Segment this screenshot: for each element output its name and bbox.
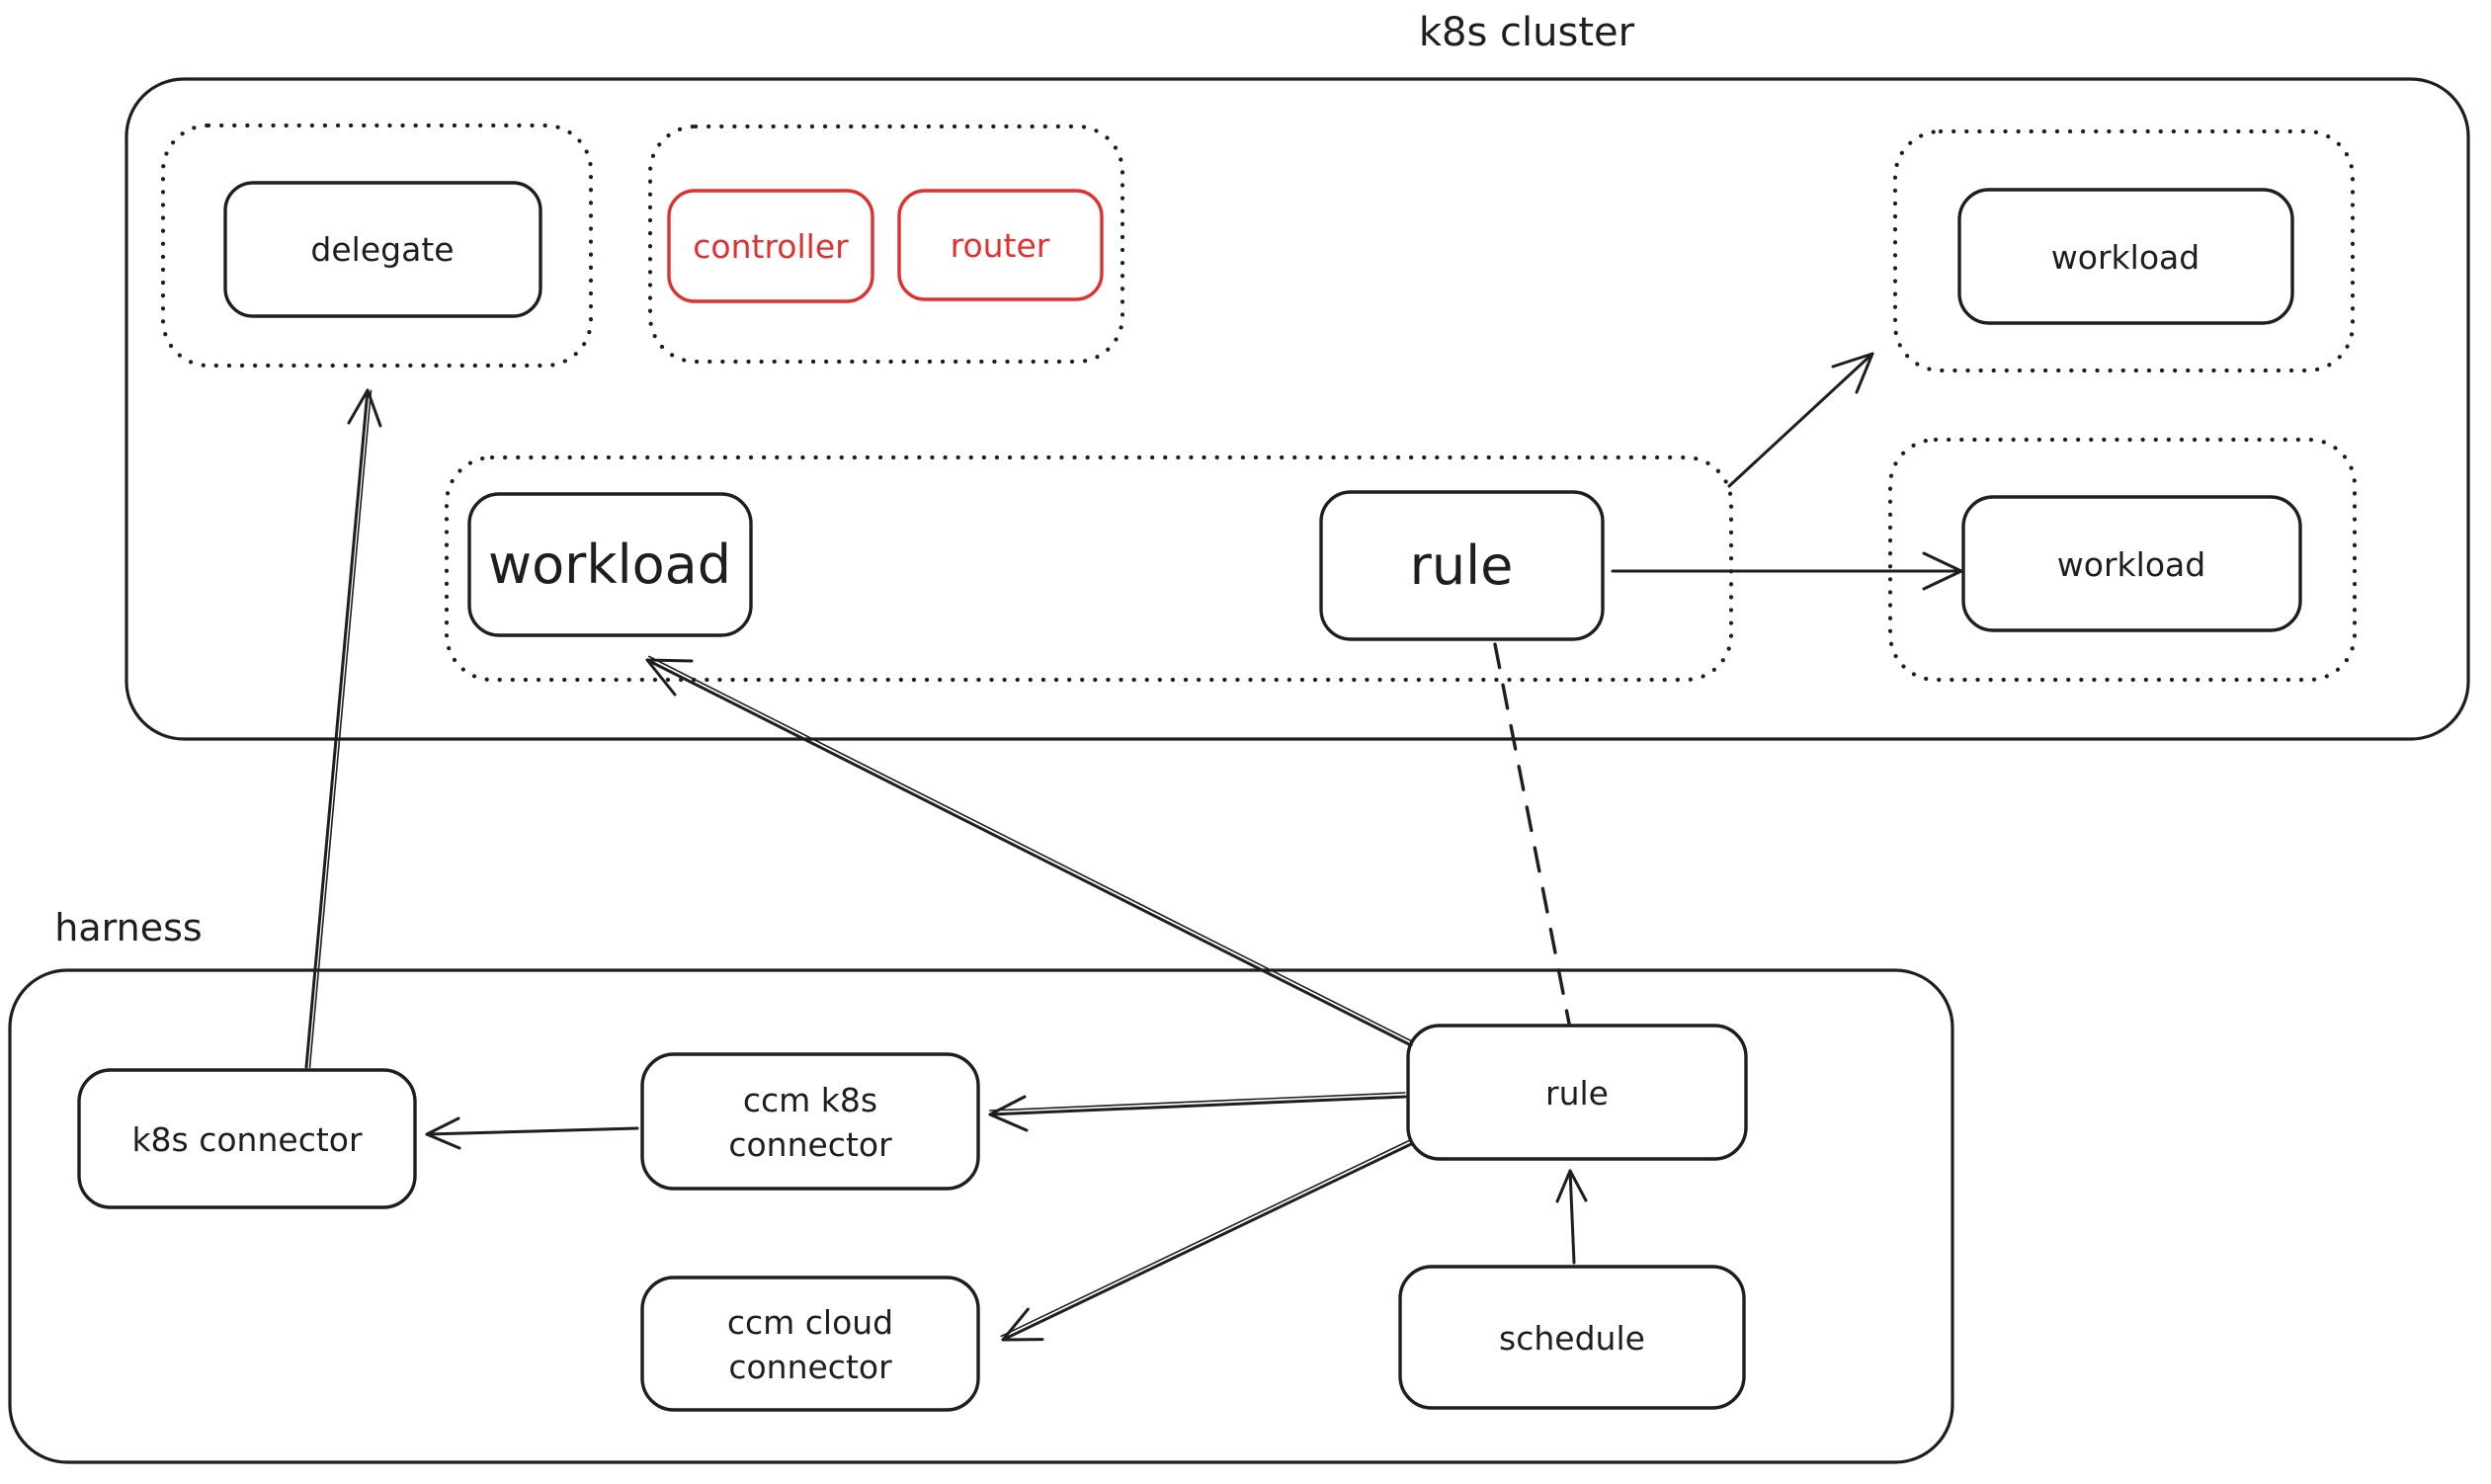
node-controller: controller xyxy=(667,189,874,303)
harness-title: harness xyxy=(54,906,202,949)
workload-main-box xyxy=(467,492,753,637)
k8s-connector-label: k8s connector xyxy=(131,1120,363,1159)
harness-container xyxy=(8,968,1954,1464)
edge-rule-harness-to-workload-main xyxy=(645,655,1414,1047)
edge-schedule-to-rule-harness xyxy=(1555,1169,1588,1265)
rule-harness-box xyxy=(1406,1024,1748,1161)
edge-group-to-workload-top-arrowhead xyxy=(1831,352,1874,394)
node-ccm-cloud-connector: ccm cloud connector xyxy=(640,1276,980,1412)
workload-top-label: workload xyxy=(2051,238,2200,277)
node-ccm-k8s-connector: ccm k8s connector xyxy=(640,1052,980,1191)
schedule-box xyxy=(1398,1265,1746,1410)
k8s-connector-box xyxy=(77,1068,417,1209)
node-k8s-connector: k8s connector xyxy=(77,1068,417,1209)
edge-rule-cluster-to-rule-harness xyxy=(1493,642,1571,1026)
edge-k8s-connector-to-delegate-line2 xyxy=(308,389,373,1069)
delegate-dotted-group xyxy=(160,123,594,369)
edge-k8s-connector-to-delegate-line xyxy=(304,388,370,1069)
workload-top-box xyxy=(1957,188,2294,325)
node-workload-right: workload xyxy=(1961,495,2302,632)
edge-k8s-connector-to-delegate-arrowhead xyxy=(347,388,382,428)
node-workload-main: workload xyxy=(467,492,753,637)
edge-group-to-workload-top-line xyxy=(1727,352,1874,488)
ccm-k8s-connector-label-line1: ccm k8s xyxy=(743,1081,877,1119)
workload-rule-dotted-group xyxy=(444,454,1734,683)
edge-rule-to-ccm-k8s-line2 xyxy=(988,1092,1406,1112)
edge-rule-harness-to-ccm-k8s xyxy=(988,1092,1407,1132)
edge-rule-to-ccm-cloud-arrowhead xyxy=(1001,1307,1044,1342)
workload-right-label: workload xyxy=(2057,545,2205,584)
edge-rule-to-ccm-cloud-line xyxy=(1001,1142,1413,1342)
edge-ccm-k8s-to-k8s-connector xyxy=(425,1116,639,1150)
k8s-cluster-title: k8s cluster xyxy=(1419,10,1635,55)
node-router: router xyxy=(897,189,1104,301)
ccm-k8s-connector-box xyxy=(640,1052,980,1191)
ccm-cloud-connector-box xyxy=(640,1276,980,1412)
router-label: router xyxy=(951,226,1050,265)
edge-schedule-to-rule-line xyxy=(1568,1169,1576,1265)
workload-top-dotted-group xyxy=(1892,128,2356,373)
workload-right-dotted-group xyxy=(1887,437,2358,683)
rule-harness-label: rule xyxy=(1545,1074,1609,1113)
node-rule-cluster: rule xyxy=(1319,490,1605,641)
edge-rule-to-ccm-k8s-arrowhead xyxy=(988,1095,1029,1132)
edge-rule-harness-to-ccm-cloud xyxy=(1000,1139,1413,1342)
edge-rule-to-workload-line xyxy=(645,658,1413,1047)
edge-group-to-workload-top xyxy=(1727,352,1874,488)
controller-label: controller xyxy=(693,227,849,266)
node-rule-harness: rule xyxy=(1406,1024,1748,1161)
router-box xyxy=(897,189,1104,301)
delegate-label: delegate xyxy=(310,230,454,269)
workload-right-box xyxy=(1961,495,2302,632)
controller-box xyxy=(667,189,874,303)
edge-rule-to-workload-right-arrowhead xyxy=(1922,551,1963,591)
edge-rule-cluster-to-workload-right xyxy=(1611,551,1963,591)
workload-main-label: workload xyxy=(488,534,731,596)
edge-rule-to-workload-arrowhead xyxy=(645,658,694,697)
edge-schedule-to-rule-arrowhead xyxy=(1555,1169,1588,1203)
delegate-box xyxy=(223,181,542,318)
edge-rule-to-rule-dashed-line xyxy=(1493,642,1571,1026)
node-delegate: delegate xyxy=(223,181,542,318)
ccm-cloud-connector-label-line2: connector xyxy=(728,1348,892,1386)
edge-rule-to-ccm-k8s-line xyxy=(988,1095,1407,1116)
edge-ccm-k8s-to-k8s-line xyxy=(425,1126,639,1136)
schedule-label: schedule xyxy=(1499,1319,1645,1358)
rule-cluster-label: rule xyxy=(1410,535,1514,597)
k8s-cluster-container xyxy=(125,77,2470,741)
ccm-cloud-connector-label-line1: ccm cloud xyxy=(727,1303,893,1342)
node-schedule: schedule xyxy=(1398,1265,1746,1410)
rule-cluster-box xyxy=(1319,490,1605,641)
edge-rule-to-workload-line2 xyxy=(647,655,1414,1043)
edge-ccm-k8s-to-k8s-arrowhead xyxy=(425,1116,461,1150)
node-workload-top: workload xyxy=(1957,188,2294,325)
edge-rule-to-ccm-cloud-line2 xyxy=(1000,1139,1411,1338)
edge-k8s-connector-to-delegate xyxy=(304,388,382,1069)
ccm-k8s-connector-label-line2: connector xyxy=(728,1125,892,1164)
